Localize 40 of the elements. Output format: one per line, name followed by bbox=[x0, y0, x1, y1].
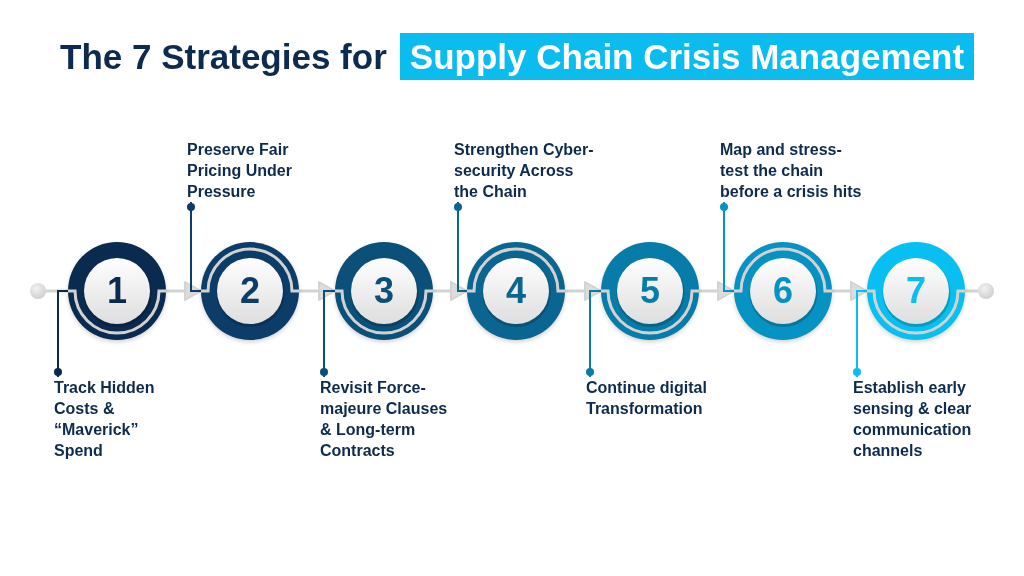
step-number: 6 bbox=[773, 271, 793, 311]
step-description: Track Hidden Costs & “Maverick” Spend bbox=[54, 377, 172, 461]
connector-arrow bbox=[699, 281, 735, 301]
connector-arrow bbox=[832, 281, 868, 301]
numbered-circle bbox=[867, 242, 965, 340]
connector-arrow bbox=[433, 281, 468, 301]
step-number: 7 bbox=[906, 271, 926, 311]
leader-line bbox=[586, 290, 602, 378]
connector-arrow bbox=[299, 281, 336, 301]
leader-line bbox=[720, 201, 735, 292]
leader-line bbox=[320, 290, 336, 378]
endpoint-dot bbox=[978, 283, 994, 299]
leader-line bbox=[853, 290, 868, 378]
step-description: Continue digital Transformation bbox=[586, 377, 726, 419]
step-description: Preserve Fair Pricing Under Pressure bbox=[187, 139, 312, 202]
numbered-circle bbox=[335, 242, 433, 340]
numbered-circle bbox=[201, 242, 299, 340]
endpoint-dot bbox=[30, 283, 46, 299]
step-number: 1 bbox=[107, 271, 127, 311]
step-number: 5 bbox=[640, 271, 660, 311]
connector-line bbox=[46, 289, 68, 293]
leader-line bbox=[454, 201, 468, 292]
numbered-circle bbox=[68, 242, 166, 340]
numbered-circle bbox=[467, 242, 565, 340]
step-description: Establish early sensing & clear communication channels bbox=[853, 377, 988, 461]
step-number: 3 bbox=[374, 271, 394, 311]
connector-arrow bbox=[565, 281, 602, 301]
step-description: Map and stress-test the chain before a crisis hits bbox=[720, 139, 866, 202]
leader-line bbox=[54, 290, 69, 378]
connector-line bbox=[965, 289, 978, 293]
title: The 7 Strategies for bbox=[60, 36, 387, 78]
title-highlight: Supply Chain Crisis Management bbox=[400, 33, 974, 80]
step-number: 4 bbox=[506, 271, 526, 311]
step-description: Revisit Force-majeure Clauses & Long-term Contracts bbox=[320, 377, 460, 461]
numbered-circle bbox=[601, 242, 699, 340]
step-number: 2 bbox=[240, 271, 260, 311]
leader-line bbox=[187, 201, 202, 292]
step-description: Strengthen Cyber-security Across the Chain bbox=[454, 139, 599, 202]
connector-arrow bbox=[166, 281, 202, 301]
numbered-circle bbox=[734, 242, 832, 340]
